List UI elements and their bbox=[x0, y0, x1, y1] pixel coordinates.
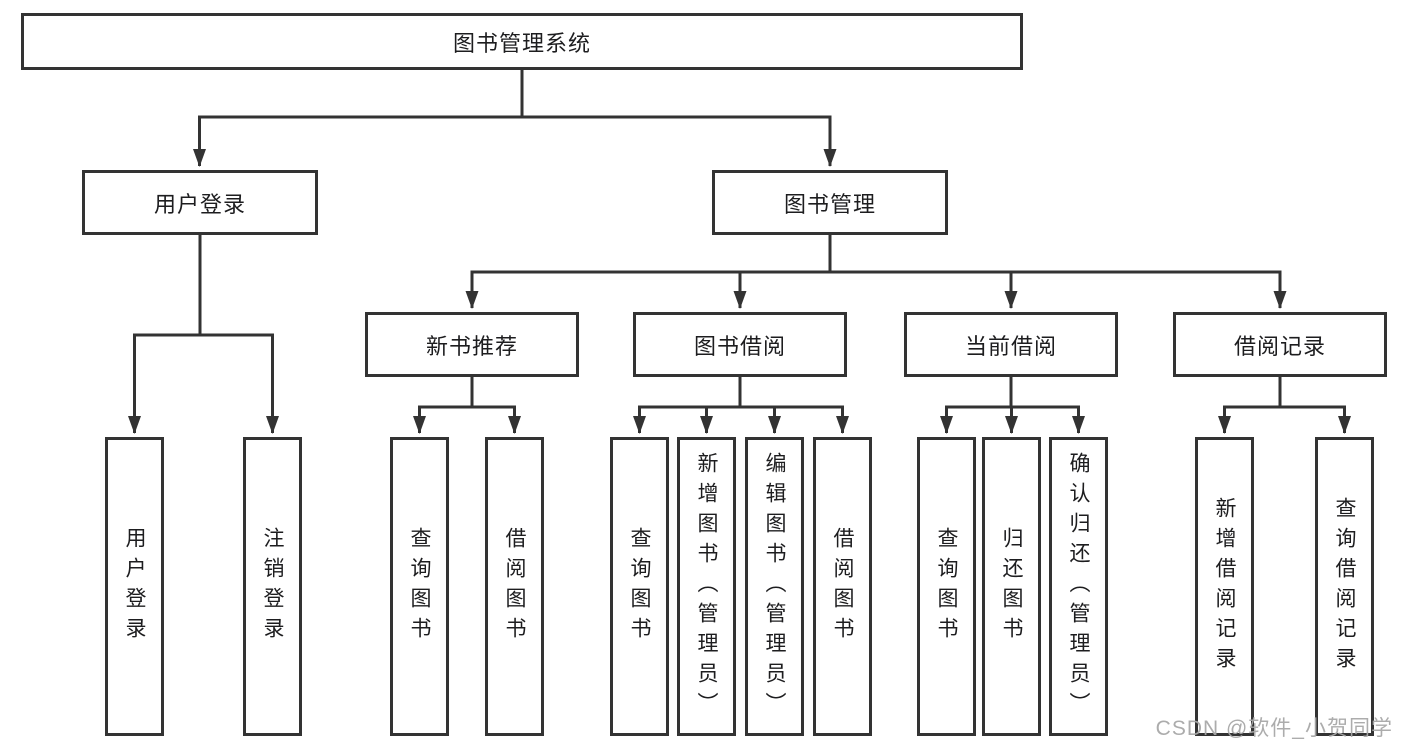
leaf-query-books-recommend-label: 查询图书 bbox=[408, 526, 431, 647]
node-user-login: 用户登录 bbox=[82, 170, 318, 235]
leaf-logout-label: 注销登录 bbox=[261, 526, 284, 647]
node-library-system: 图书管理系统 bbox=[21, 13, 1023, 70]
node-new-book-recommend-label: 新书推荐 bbox=[425, 333, 518, 359]
leaf-confirm-return-admin-label: 确认归还（管理员） bbox=[1067, 451, 1090, 722]
leaf-query-borrow-record: 查询借阅记录 bbox=[1315, 437, 1374, 736]
node-user-login-label: 用户登录 bbox=[153, 191, 246, 217]
leaf-borrow-books: 借阅图书 bbox=[813, 437, 872, 736]
node-new-book-recommend: 新书推荐 bbox=[365, 312, 579, 377]
leaf-query-books-current: 查询图书 bbox=[917, 437, 976, 736]
leaf-user-login: 用户登录 bbox=[105, 437, 164, 736]
node-book-management: 图书管理 bbox=[712, 170, 948, 235]
leaf-add-books-admin-label: 新增图书（管理员） bbox=[695, 451, 718, 722]
leaf-query-borrow-record-label: 查询借阅记录 bbox=[1333, 496, 1356, 677]
leaf-return-books-label: 归还图书 bbox=[1000, 526, 1023, 647]
node-book-borrow: 图书借阅 bbox=[633, 312, 847, 377]
watermark-text: CSDN @软件_小贺同学 bbox=[1155, 717, 1393, 740]
leaf-logout: 注销登录 bbox=[243, 437, 302, 736]
leaf-borrow-books-label: 借阅图书 bbox=[831, 526, 854, 647]
leaf-return-books: 归还图书 bbox=[982, 437, 1041, 736]
node-current-borrow-label: 当前借阅 bbox=[964, 333, 1057, 359]
leaf-confirm-return-admin: 确认归还（管理员） bbox=[1049, 437, 1108, 736]
leaf-query-books-recommend: 查询图书 bbox=[390, 437, 449, 736]
node-book-borrow-label: 图书借阅 bbox=[693, 333, 786, 359]
node-borrow-records: 借阅记录 bbox=[1173, 312, 1387, 377]
leaf-query-books-borrow: 查询图书 bbox=[610, 437, 669, 736]
leaf-edit-books-admin-label: 编辑图书（管理员） bbox=[763, 451, 786, 722]
node-current-borrow: 当前借阅 bbox=[904, 312, 1118, 377]
leaf-edit-books-admin: 编辑图书（管理员） bbox=[745, 437, 804, 736]
node-library-system-label: 图书管理系统 bbox=[452, 30, 591, 56]
leaf-borrow-books-recommend-label: 借阅图书 bbox=[503, 526, 526, 647]
leaf-borrow-books-recommend: 借阅图书 bbox=[485, 437, 544, 736]
node-borrow-records-label: 借阅记录 bbox=[1233, 333, 1326, 359]
leaf-add-books-admin: 新增图书（管理员） bbox=[677, 437, 736, 736]
leaf-query-books-current-label: 查询图书 bbox=[935, 526, 958, 647]
leaf-user-login-label: 用户登录 bbox=[123, 526, 146, 647]
leaf-add-borrow-record-label: 新增借阅记录 bbox=[1213, 496, 1236, 677]
node-book-management-label: 图书管理 bbox=[783, 191, 876, 217]
leaf-add-borrow-record: 新增借阅记录 bbox=[1195, 437, 1254, 736]
leaf-query-books-borrow-label: 查询图书 bbox=[628, 526, 651, 647]
